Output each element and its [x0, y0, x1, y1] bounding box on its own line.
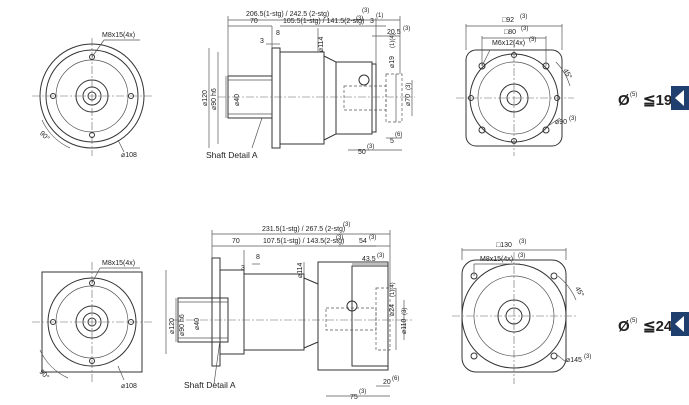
top-motor-thread-note: (3) — [529, 37, 536, 43]
bottom-play-left-icon[interactable] — [671, 312, 689, 336]
bottom-motor-square-130-note: (3) — [519, 239, 526, 245]
bottom-label-note: (5) — [630, 318, 637, 324]
bottom-dim-75: 75 — [350, 394, 358, 401]
top-dim-20-5: 20.5 — [387, 29, 401, 36]
bottom-total-length-note: (3) — [343, 222, 350, 228]
bottom-dia-pilot: ⌀90 h6 — [179, 314, 186, 336]
bottom-dim-54: 54 — [359, 238, 367, 245]
top-motor-square-92: □92 — [502, 17, 514, 24]
top-dim-8: 8 — [276, 30, 280, 37]
bottom-label-value: ≦24 — [643, 318, 673, 335]
bottom-dim-54-note: (3) — [369, 235, 376, 241]
top-dia-motor-pilot-note: (3) — [406, 83, 412, 90]
top-label-value: ≦19 — [643, 92, 672, 109]
bottom-size-label: Ø (5) ≦24 — [618, 318, 673, 335]
bottom-body-length: 70 — [232, 238, 240, 245]
top-dim-5: 5 — [390, 138, 394, 145]
top-motor-pcd: ⌀90 — [555, 119, 567, 126]
bottom-side-view — [165, 230, 412, 397]
bottom-flange-view — [32, 262, 152, 384]
bottom-dim-75-note: (3) — [359, 389, 366, 395]
bottom-dia-motor-pilot-note: (3) — [402, 308, 408, 315]
top-flange-angle: 90° — [38, 129, 51, 142]
bottom-dim-20-note: (6) — [392, 376, 399, 382]
top-mid-length: 105.5(1-stg) / 141.5(2-stg) — [283, 18, 364, 25]
top-size-label: Ø (5) ≦19 — [618, 92, 672, 109]
top-motor-length-note: (1) — [376, 13, 383, 19]
bottom-mid-length-note: (3) — [336, 235, 343, 241]
top-side-view — [208, 16, 415, 151]
top-dim-50-note: (3) — [367, 144, 374, 150]
top-motor-square-80-note: (3) — [521, 26, 528, 32]
top-dim-3: 3 — [260, 38, 264, 45]
top-total-length: 206.5(1-stg) / 242.5 (2-stg) — [246, 11, 329, 18]
bottom-motor-view — [452, 248, 577, 384]
bottom-flange-angle: 90° — [38, 368, 51, 381]
top-dia-input-note: (1)(4) — [390, 33, 396, 48]
top-dia-body: ⌀114 — [318, 37, 325, 52]
bottom-flange-thread: M8x15(4x) — [102, 260, 135, 267]
bottom-label-prefix: Ø — [618, 318, 630, 335]
top-motor-pcd-note: (3) — [569, 116, 576, 122]
top-label-note: (5) — [630, 92, 637, 98]
bottom-dim-43-5-note: (3) — [377, 253, 384, 259]
top-motor-square-92-note: (3) — [520, 14, 527, 20]
top-play-left-icon[interactable] — [671, 86, 689, 110]
top-dia-pilot: ⌀90 h6 — [211, 88, 218, 110]
bottom-dia-body: ⌀114 — [297, 263, 304, 278]
bottom-motor-angle: 45° — [573, 285, 585, 298]
bottom-dia-flange: ⌀120 — [169, 318, 176, 334]
bottom-shaft-detail-caption: Shaft Detail A — [184, 380, 236, 390]
bottom-motor-pcd: ⌀145 — [566, 357, 582, 364]
bottom-dim-3: 3 — [241, 265, 245, 272]
bottom-dia-input-note: (1)(4) — [390, 282, 396, 297]
top-label-prefix: Ø — [618, 92, 630, 109]
top-dia-input: ⌀19 — [389, 56, 396, 68]
bottom-total-length: 231.5(1-stg) / 267.5 (2-stg) — [262, 226, 345, 233]
top-motor-view — [456, 24, 574, 156]
top-mid-length-note: (3) — [356, 16, 363, 22]
bottom-motor-thread-note: (3) — [518, 253, 525, 259]
bottom-motor-square-130: □130 — [496, 242, 512, 249]
bottom-dia-shaft: ⌀40 — [194, 318, 201, 330]
bottom-dim-43-5: 43.5 — [362, 256, 376, 263]
bottom-mid-length: 107.5(1-stg) / 143.5(2-stg) — [263, 238, 344, 245]
top-flange-view — [32, 38, 152, 156]
bottom-dia-input: ⌀24 — [389, 304, 396, 316]
top-dim-20-5-note: (3) — [403, 26, 410, 32]
bottom-dim-8: 8 — [256, 254, 260, 261]
top-total-length-note: (3) — [362, 8, 369, 14]
top-dia-motor-pilot: ⌀70 — [405, 94, 412, 106]
top-motor-length: 3 — [370, 18, 374, 25]
top-flange-pcd: ⌀108 — [121, 152, 137, 159]
top-motor-thread: M6x12(4x) — [492, 40, 525, 47]
top-dim-50: 50 — [358, 149, 366, 156]
top-dia-shaft: ⌀40 — [234, 94, 241, 106]
top-dia-flange: ⌀120 — [202, 90, 209, 106]
bottom-dia-motor-pilot: ⌀110 — [401, 319, 408, 334]
top-body-length: 70 — [250, 18, 258, 25]
top-dim-5-note: (6) — [395, 132, 402, 138]
top-flange-thread: M8x15(4x) — [102, 32, 135, 39]
bottom-flange-pcd: ⌀108 — [121, 383, 137, 390]
bottom-dim-20: 20 — [383, 379, 391, 386]
top-motor-square-80: □80 — [504, 29, 516, 36]
top-motor-angle: 45° — [561, 67, 573, 80]
top-shaft-detail-caption: Shaft Detail A — [206, 150, 258, 160]
bottom-motor-thread: M8x15(4x) — [480, 256, 513, 263]
bottom-motor-pcd-note: (3) — [584, 354, 591, 360]
